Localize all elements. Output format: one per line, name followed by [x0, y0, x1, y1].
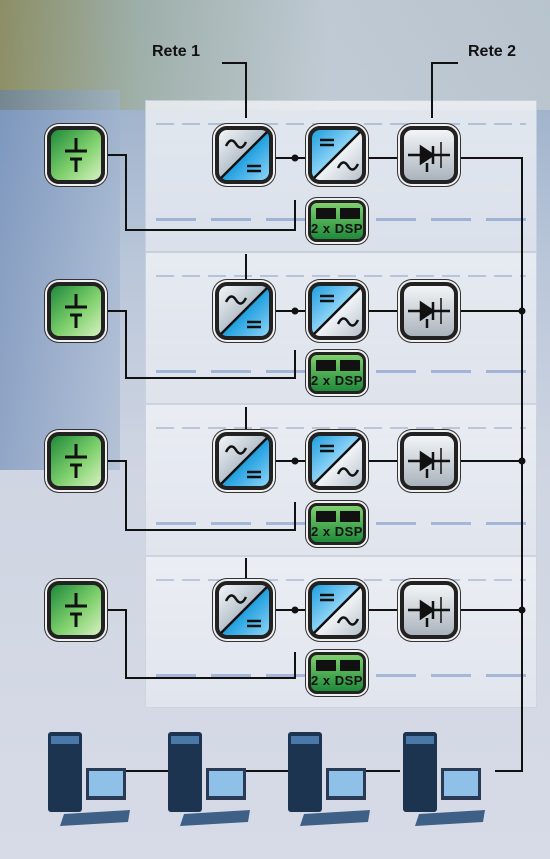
rete-1-label: Rete 1: [152, 43, 200, 61]
rete-2-label: Rete 2: [468, 43, 516, 61]
dsp-label: 2 x DSP: [311, 673, 363, 688]
dsp-chip-badge: 2 x DSP: [308, 503, 366, 545]
dsp-label: 2 x DSP: [311, 373, 363, 388]
dsp-label: 2 x DSP: [311, 524, 363, 539]
chip-icon: [316, 511, 360, 522]
dsp-chip-badge: 2 x DSP: [308, 200, 366, 242]
inverter-icon: [308, 432, 366, 490]
inverter-icon: [308, 126, 366, 184]
inverter-icon: [308, 282, 366, 340]
battery-icon: [47, 282, 105, 340]
battery-icon: [47, 432, 105, 490]
workstation-icon: [280, 730, 375, 830]
dsp-label: 2 x DSP: [311, 221, 363, 236]
workstation-icon: [160, 730, 255, 830]
static-switch-icon: [400, 126, 458, 184]
chip-icon: [316, 208, 360, 219]
inverter-icon: [308, 581, 366, 639]
rectifier-icon: [215, 432, 273, 490]
static-switch-icon: [400, 581, 458, 639]
rectifier-icon: [215, 282, 273, 340]
static-switch-icon: [400, 432, 458, 490]
static-switch-icon: [400, 282, 458, 340]
dsp-chip-badge: 2 x DSP: [308, 352, 366, 394]
battery-icon: [47, 581, 105, 639]
dsp-chip-badge: 2 x DSP: [308, 652, 366, 694]
chip-icon: [316, 360, 360, 371]
workstation-icon: [40, 730, 135, 830]
rectifier-icon: [215, 581, 273, 639]
battery-icon: [47, 126, 105, 184]
chip-icon: [316, 660, 360, 671]
rectifier-icon: [215, 126, 273, 184]
workstation-icon: [395, 730, 490, 830]
